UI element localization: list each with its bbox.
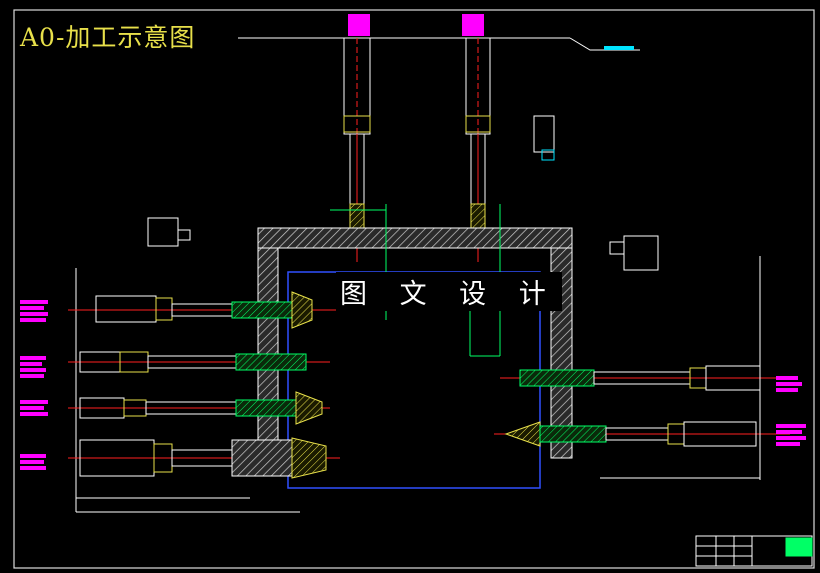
fixture-body <box>257 227 573 459</box>
top-spindle-left <box>343 14 371 262</box>
watermark-text: 图 文 设 计 <box>336 272 562 311</box>
right-spindles <box>494 256 790 480</box>
cad-symbol-icon <box>147 115 659 271</box>
drawing-title: A0-加工示意图 <box>20 23 196 52</box>
title-block <box>695 535 813 567</box>
left-spindles <box>68 268 340 513</box>
leader-tag <box>604 46 634 50</box>
top-spindle-right <box>462 14 491 262</box>
drawing-frame <box>13 9 815 569</box>
magenta-label-block-icon <box>20 300 806 470</box>
